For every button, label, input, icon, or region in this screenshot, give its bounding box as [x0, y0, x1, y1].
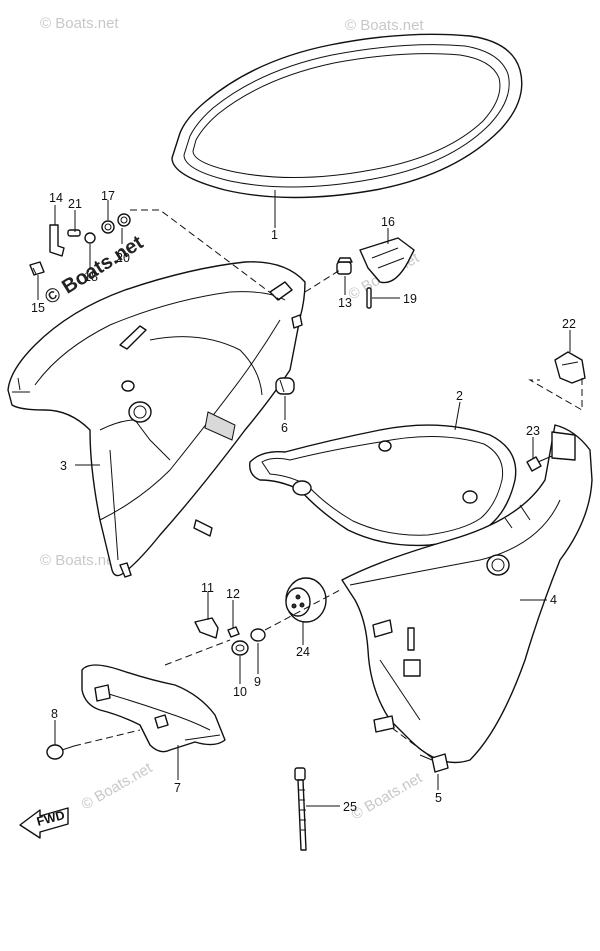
callout-7: 7 — [174, 781, 181, 795]
callout-12: 12 — [226, 587, 240, 601]
part-1-seal — [171, 33, 523, 199]
callout-11: 11 — [201, 581, 214, 595]
part-11-clip — [194, 617, 219, 639]
callout-23: 23 — [526, 424, 540, 438]
watermark-bottom-left: © Boats.net — [79, 759, 156, 813]
callouts: 1 2 3 4 5 6 7 8 9 10 11 12 13 14 15 16 1… — [31, 189, 576, 814]
part-16-latch — [359, 237, 415, 284]
callout-15: 15 — [31, 301, 45, 315]
part-7-lower-cover — [81, 664, 226, 753]
watermark-top-right: © Boats.net — [345, 17, 424, 34]
part-9-washer — [250, 628, 266, 642]
part-10-grommet — [231, 640, 249, 656]
callout-14: 14 — [49, 191, 63, 205]
part-6-bush — [275, 377, 295, 395]
latch-dash — [304, 269, 341, 293]
lower-right-dash — [391, 727, 433, 759]
part-24-grommet — [285, 577, 327, 623]
callout-22: 22 — [562, 317, 576, 331]
callout-25: 25 — [343, 800, 357, 814]
callout-2: 2 — [456, 389, 463, 403]
part-17-bush — [101, 220, 115, 234]
callout-1: 1 — [271, 228, 278, 242]
callout-10: 10 — [233, 685, 247, 699]
callout-4: 4 — [550, 593, 557, 607]
watermark-bottom-right: © Boats.net — [349, 769, 426, 823]
lower-dash-1 — [164, 639, 231, 666]
callout-24: 24 — [296, 645, 310, 659]
part-5-bolt — [419, 753, 449, 773]
callout-18: 18 — [84, 270, 98, 284]
callout-9: 9 — [254, 675, 261, 689]
part-25-cable-tie — [294, 767, 307, 851]
part-21-pin — [67, 229, 81, 237]
callout-8: 8 — [51, 707, 58, 721]
watermark-top-left: © Boats.net — [40, 15, 119, 32]
part-18-washer — [84, 232, 96, 244]
part-4-right-cover — [341, 424, 593, 764]
callout-13: 13 — [338, 296, 352, 310]
part-14-lever — [49, 224, 65, 257]
part-12-screw — [227, 626, 240, 638]
watermark-mid-left: © Boats.net — [40, 552, 119, 569]
part-22-dash — [528, 378, 583, 411]
part-15-screw — [29, 261, 45, 276]
callout-17: 17 — [101, 189, 115, 203]
part-22-hook — [554, 351, 586, 384]
part-13-plug — [336, 257, 353, 275]
part-23-screw — [526, 455, 553, 472]
callout-5: 5 — [435, 791, 442, 805]
part-20-bush — [117, 213, 131, 227]
part-8-bolt — [46, 729, 141, 760]
fwd-arrow: FWD — [19, 807, 69, 839]
callout-16: 16 — [381, 215, 395, 229]
part-3-left-cover — [7, 261, 306, 578]
callout-21: 21 — [68, 197, 82, 211]
callout-20: 20 — [116, 251, 130, 265]
part-19-pin — [366, 287, 372, 309]
callout-19: 19 — [403, 292, 417, 306]
callout-6: 6 — [281, 421, 288, 435]
lower-dash-2 — [264, 589, 341, 631]
callout-3: 3 — [60, 459, 67, 473]
leader-lines — [37, 190, 571, 807]
part-2-seal — [249, 424, 517, 547]
